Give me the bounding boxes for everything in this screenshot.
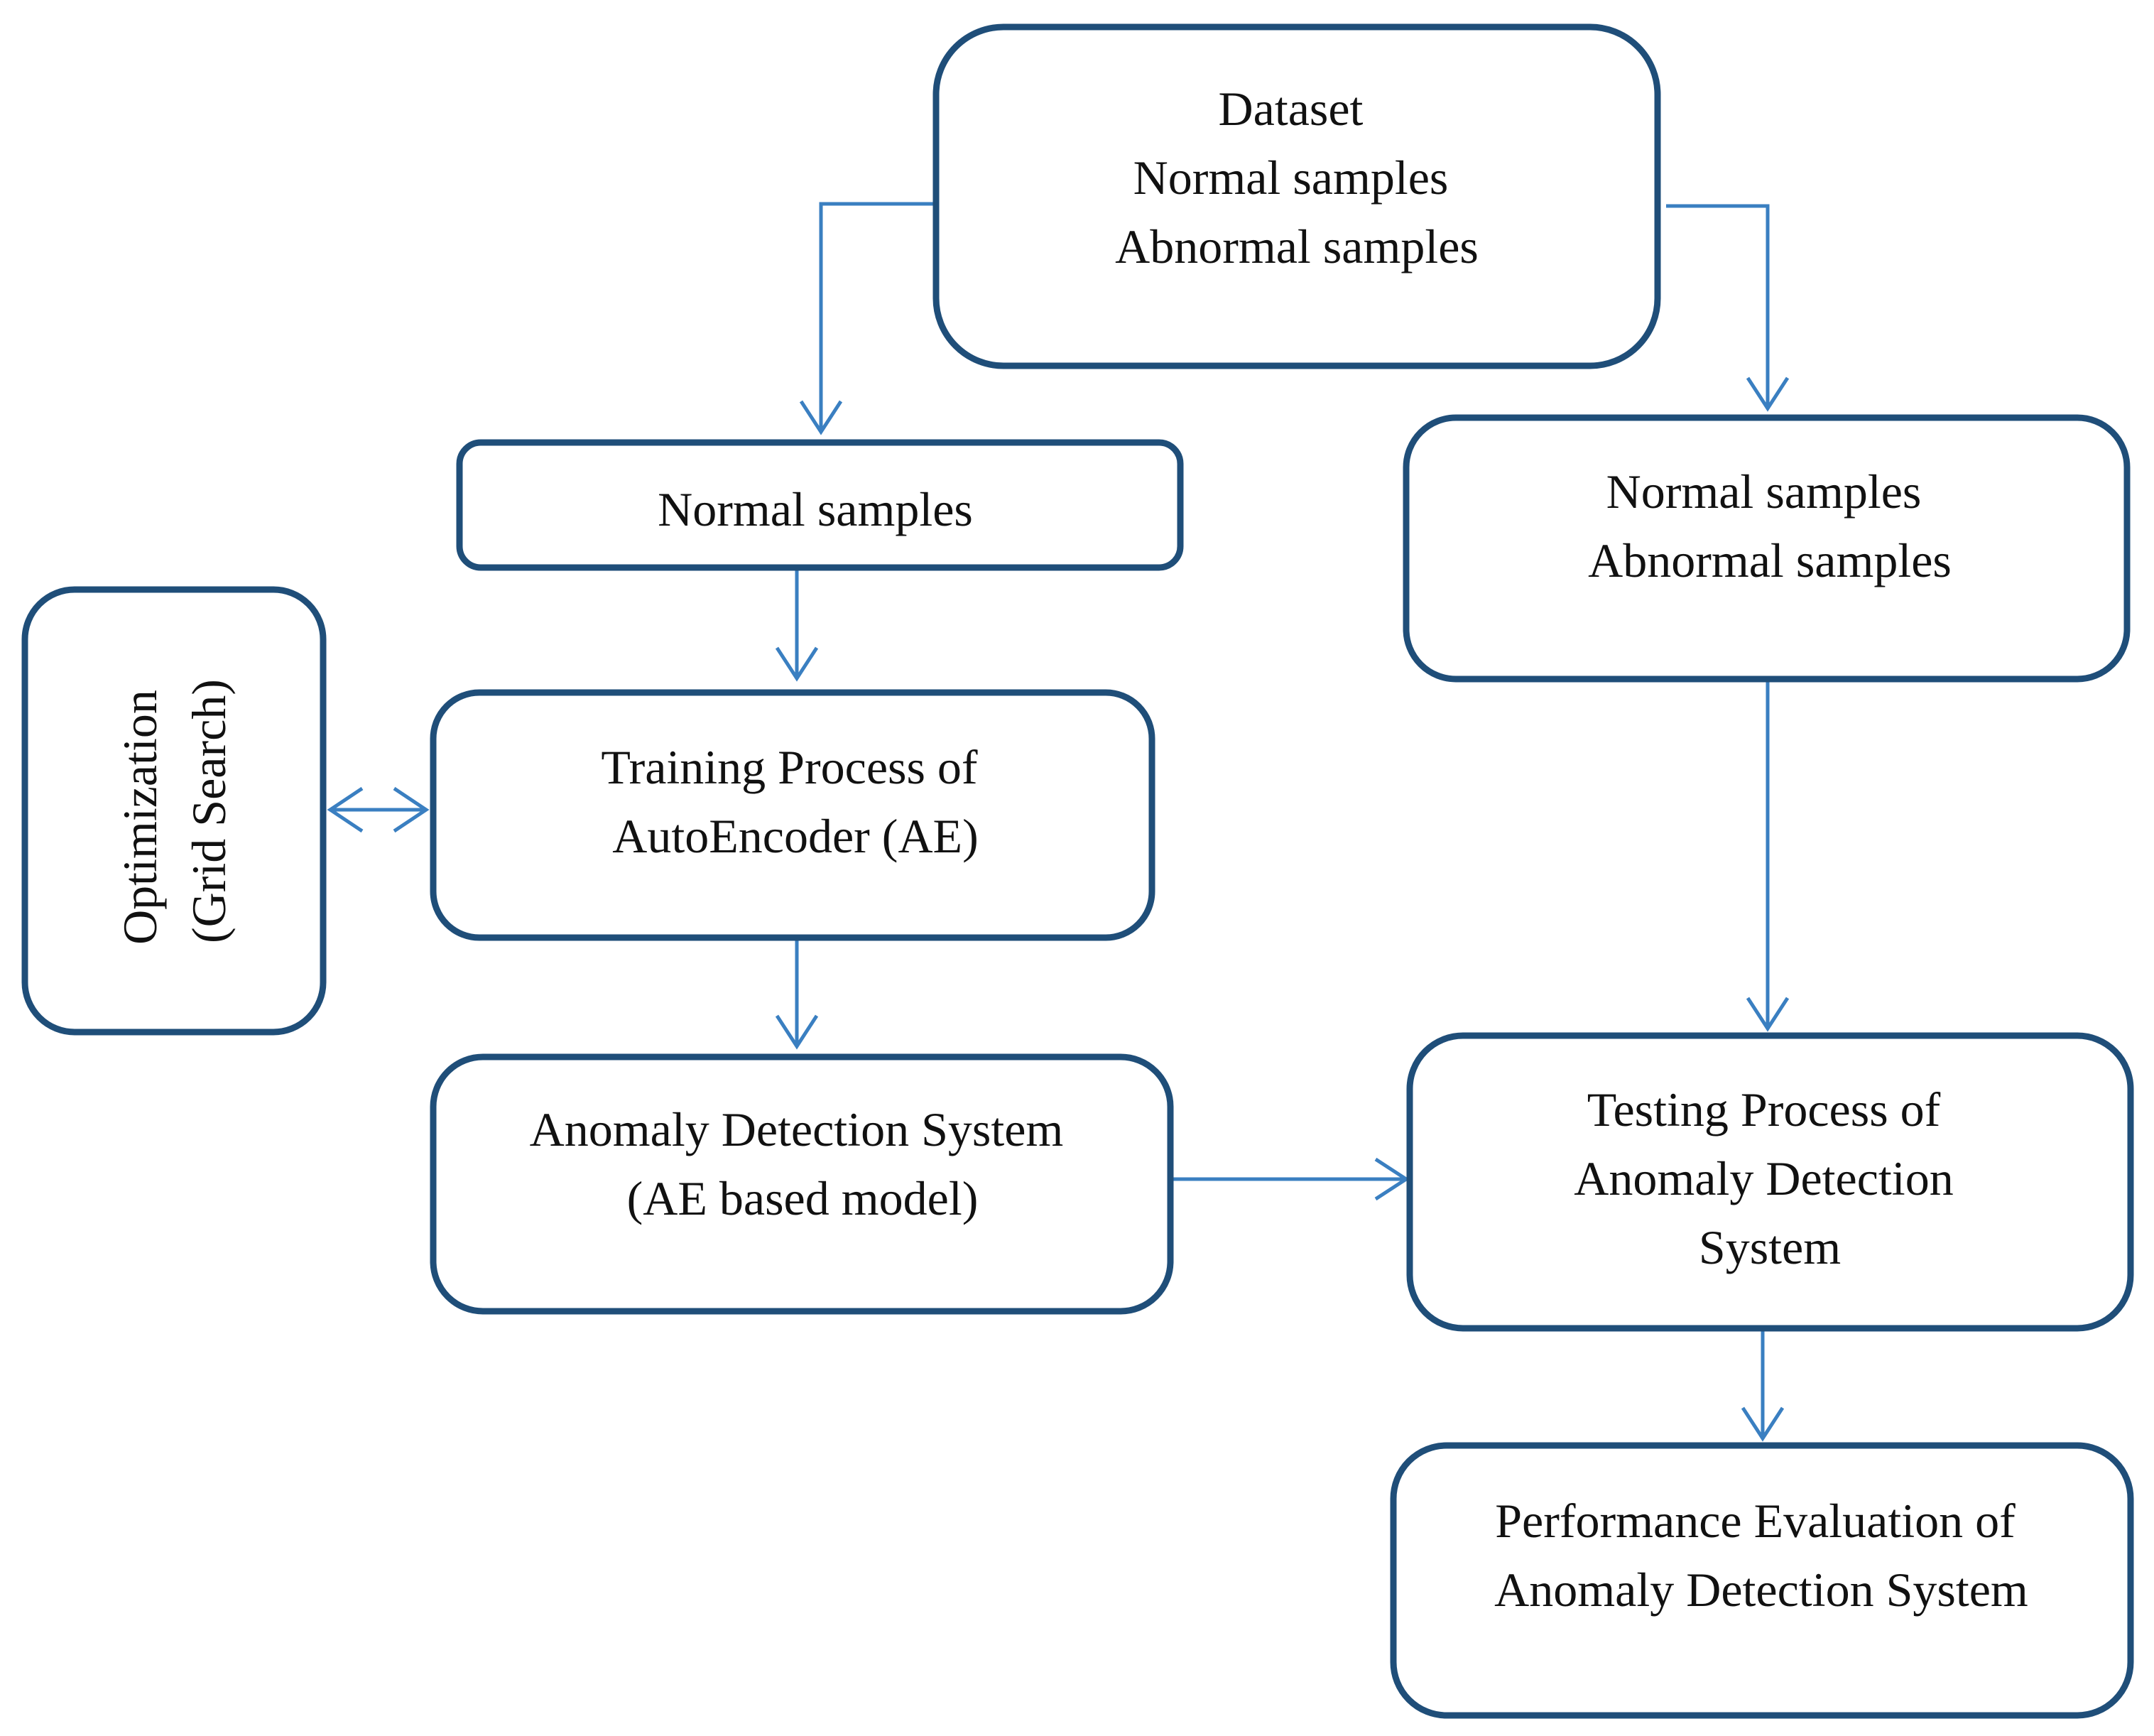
train-samples-line-1: Normal samples	[658, 482, 973, 536]
optimization-line-2: (Grid Search)	[182, 679, 236, 943]
training-line-1: Training Process of	[601, 740, 978, 794]
optimization-line-1: Optimization	[113, 690, 167, 945]
training-box	[430, 689, 1155, 941]
arrowhead-testing-top	[1746, 997, 1790, 1032]
node-dataset: Dataset Normal samples Abnormal samples	[932, 23, 1661, 369]
train-samples-label: Normal samples	[658, 482, 973, 536]
ads-line-2: (AE based model)	[627, 1171, 979, 1225]
optimization-box	[21, 586, 327, 1036]
training-label: Training Process of AutoEncoder (AE)	[601, 740, 989, 863]
testing-box	[1406, 1032, 2134, 1332]
node-training: Training Process of AutoEncoder (AE)	[430, 689, 1155, 941]
arrowhead-train-samples	[799, 400, 843, 435]
node-test-samples: Normal samples Abnormal samples	[1403, 414, 2131, 683]
edge-dataset-to-test-samples	[1666, 204, 1770, 408]
evaluation-box	[1390, 1442, 2134, 1719]
train-samples-box	[456, 439, 1184, 571]
arrowhead-testing-left	[1374, 1157, 1410, 1201]
evaluation-label: Performance Evaluation of Anomaly Detect…	[1494, 1494, 2028, 1617]
dataset-line-2: Normal samples	[1133, 151, 1449, 205]
evaluation-line-1: Performance Evaluation of	[1495, 1494, 2016, 1548]
test-samples-box	[1403, 414, 2131, 683]
test-samples-line-2: Abnormal samples	[1588, 533, 1952, 587]
dataset-line-3: Abnormal samples	[1115, 219, 1479, 273]
node-testing: Testing Process of Anomaly Detection Sys…	[1406, 1032, 2134, 1332]
arrowhead-evaluation	[1741, 1406, 1785, 1442]
ads-line-1: Anomaly Detection System	[530, 1102, 1064, 1156]
dataset-line-1: Dataset	[1219, 82, 1364, 136]
ads-box	[430, 1053, 1174, 1315]
edge-dataset-to-train-samples	[819, 202, 936, 432]
ads-label: Anomaly Detection System (AE based model…	[530, 1102, 1076, 1225]
arrowhead-training	[775, 646, 819, 682]
evaluation-line-2: Anomaly Detection System	[1494, 1563, 2028, 1617]
arrowhead-ads	[775, 1014, 819, 1050]
testing-line-2: Anomaly Detection	[1574, 1151, 1953, 1205]
dataset-box	[932, 23, 1661, 369]
node-optimization: Optimization (Grid Search)	[21, 586, 327, 1036]
node-train-samples: Normal samples	[456, 439, 1184, 571]
node-evaluation: Performance Evaluation of Anomaly Detect…	[1390, 1442, 2134, 1719]
test-samples-label: Normal samples Abnormal samples	[1588, 465, 1952, 587]
arrowhead-training-side	[393, 786, 430, 833]
testing-line-1: Testing Process of	[1587, 1083, 1941, 1136]
node-ads: Anomaly Detection System (AE based model…	[430, 1053, 1174, 1315]
dataset-label: Dataset Normal samples Abnormal samples	[1115, 82, 1479, 273]
testing-line-3: System	[1699, 1220, 1841, 1274]
arrowhead-optimization-side	[327, 786, 364, 833]
connectors	[327, 202, 1790, 1442]
optimization-label: Optimization (Grid Search)	[113, 678, 236, 945]
arrowhead-test-samples	[1746, 376, 1790, 412]
test-samples-line-1: Normal samples	[1606, 465, 1922, 519]
training-line-2: AutoEncoder (AE)	[612, 809, 978, 863]
testing-label: Testing Process of Anomaly Detection Sys…	[1574, 1083, 1965, 1274]
